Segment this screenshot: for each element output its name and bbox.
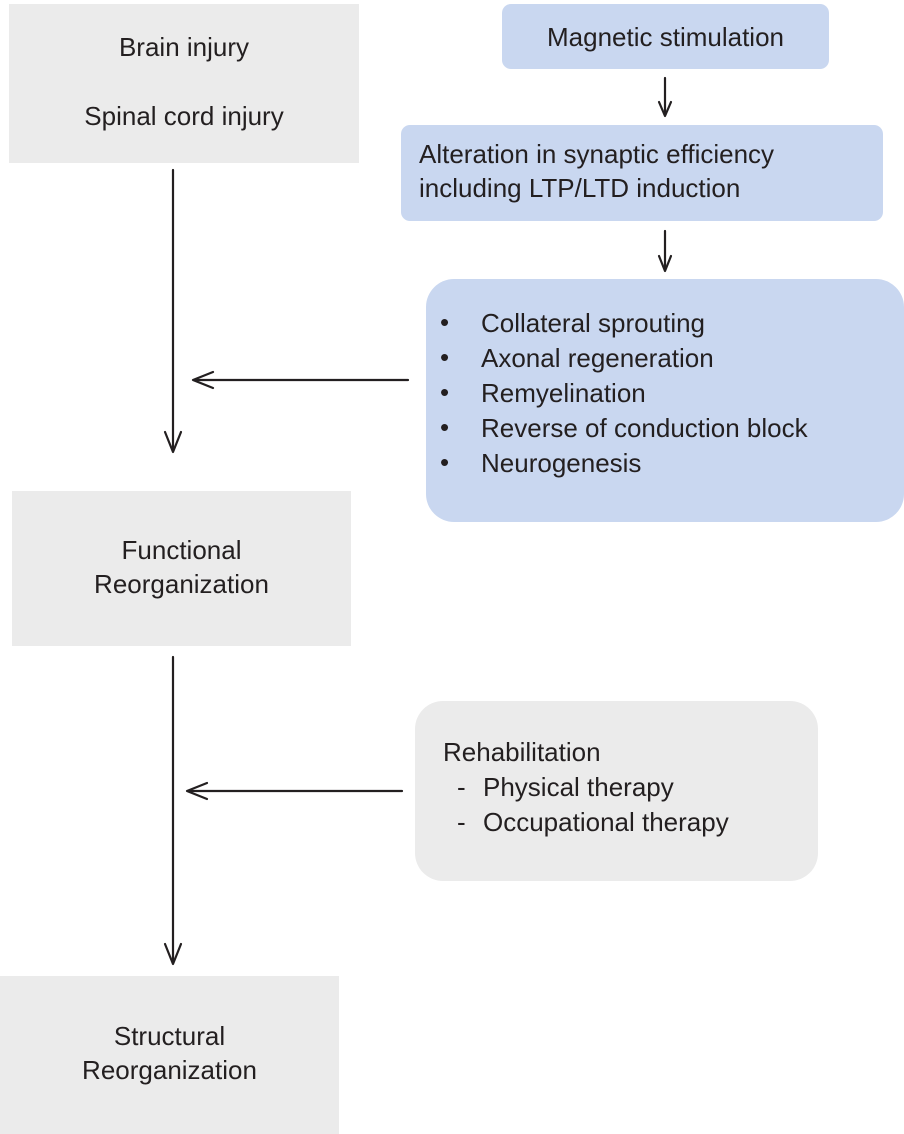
arrowhead-left-icon — [191, 370, 215, 390]
mechanism-item: • Remyelination — [426, 376, 904, 411]
bullet-icon: • — [440, 307, 450, 337]
magnetic-stimulation-box: Magnetic stimulation — [502, 4, 829, 69]
synaptic-efficiency-box: Alteration in synaptic efficiency includ… — [401, 125, 883, 221]
dash-icon: - — [457, 772, 466, 802]
bullet-icon: • — [440, 412, 450, 442]
mechanism-label: Neurogenesis — [481, 448, 642, 478]
brain-injury-label: Brain injury — [118, 32, 250, 62]
arrowhead-down-icon — [657, 100, 673, 118]
arrowhead-left-icon — [185, 781, 209, 801]
brain-spinal-injury-box: Brain injury Spinal cord injury — [9, 4, 359, 163]
bullet-icon: • — [440, 447, 450, 477]
mechanism-item: • Collateral sprouting — [426, 306, 904, 341]
structural-reorganization-box: Structural Reorganization — [0, 976, 339, 1134]
functional-label-line2: Reorganization — [94, 569, 269, 599]
structural-label-line1: Structural — [113, 1021, 226, 1051]
rehabilitation-item: - Occupational therapy — [443, 805, 818, 840]
arrowhead-down-icon — [163, 942, 183, 966]
rehabilitation-title: Rehabilitation — [443, 737, 601, 767]
functional-label-line1: Functional — [121, 535, 242, 565]
bullet-icon: • — [440, 377, 450, 407]
arrowhead-down-icon — [657, 254, 673, 273]
mechanism-label: Collateral sprouting — [481, 308, 706, 338]
spinal-cord-injury-label: Spinal cord injury — [84, 101, 284, 131]
rehabilitation-box: Rehabilitation - Physical therapy - Occu… — [415, 701, 818, 881]
dash-icon: - — [457, 807, 466, 837]
mechanism-label: Axonal regeneration — [481, 343, 714, 373]
mechanism-label: Remyelination — [481, 378, 646, 408]
bullet-icon: • — [440, 342, 450, 372]
rehabilitation-item-label: Occupational therapy — [483, 807, 729, 837]
mechanism-item: • Axonal regeneration — [426, 341, 904, 376]
magnetic-stimulation-label: Magnetic stimulation — [547, 22, 784, 52]
rehabilitation-item: - Physical therapy — [443, 770, 818, 805]
mechanism-label: Reverse of conduction block — [481, 413, 808, 443]
arrowhead-down-icon — [163, 430, 183, 454]
functional-reorganization-box: Functional Reorganization — [12, 491, 351, 646]
structural-label-line2: Reorganization — [82, 1055, 257, 1085]
mechanism-item: • Reverse of conduction block — [426, 411, 904, 446]
repair-mechanisms-box: • Collateral sprouting • Axonal regenera… — [426, 279, 904, 522]
synaptic-efficiency-line2: including LTP/LTD induction — [419, 173, 741, 203]
rehabilitation-item-label: Physical therapy — [483, 772, 674, 802]
mechanism-item: • Neurogenesis — [426, 446, 904, 481]
synaptic-efficiency-line1: Alteration in synaptic efficiency — [419, 139, 775, 169]
